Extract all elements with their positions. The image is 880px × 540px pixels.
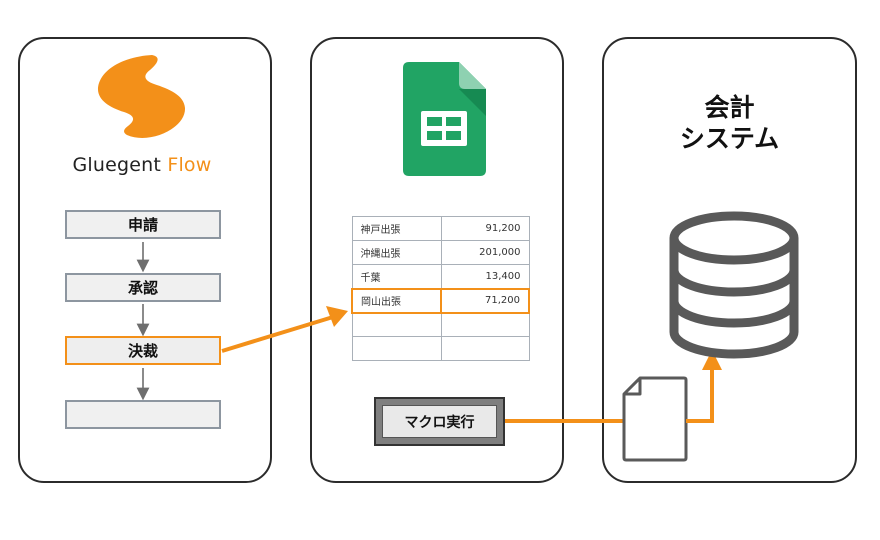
step-next xyxy=(65,400,221,429)
google-sheets-icon xyxy=(403,62,486,176)
row-name xyxy=(351,312,442,337)
row-amount: 201,000 xyxy=(440,240,530,265)
database-icon xyxy=(669,211,799,359)
row-amount: 13,400 xyxy=(440,264,530,289)
title-line-2: システム xyxy=(679,124,780,153)
run-macro-button-face[interactable]: マクロ実行 xyxy=(382,405,497,438)
accounting-system-title: 会計 システム xyxy=(602,92,857,154)
step-label: 決裁 xyxy=(127,342,158,360)
table-row: 沖縄出張 201,000 xyxy=(351,240,530,265)
file-icon xyxy=(622,376,688,462)
table-row: 神戸出張 91,200 xyxy=(351,216,530,241)
row-name: 沖縄出張 xyxy=(351,240,442,265)
row-name: 神戸出張 xyxy=(351,216,442,241)
brand-name-accent: Flow xyxy=(167,154,212,176)
table-row-highlighted: 岡山出張 71,200 xyxy=(351,287,530,314)
run-macro-label: マクロ実行 xyxy=(404,414,475,431)
row-name xyxy=(351,336,442,361)
step-decision: 決裁 xyxy=(65,336,221,365)
run-macro-button[interactable]: マクロ実行 xyxy=(374,397,505,446)
file-to-db-line xyxy=(686,368,714,423)
file-to-db-arrowhead xyxy=(702,350,722,370)
step-apply: 申請 xyxy=(65,210,221,239)
step-label: 承認 xyxy=(127,279,158,297)
brand-logo-text: Gluegent Flow xyxy=(62,154,222,176)
row-amount: 71,200 xyxy=(440,287,530,314)
row-name: 岡山出張 xyxy=(351,287,442,314)
row-amount xyxy=(440,336,530,361)
table-row: 千葉 13,400 xyxy=(351,264,530,289)
row-amount xyxy=(440,312,530,337)
row-name: 千葉 xyxy=(351,264,442,289)
step-approve: 承認 xyxy=(65,273,221,302)
gluegent-logo-icon xyxy=(97,55,186,138)
spreadsheet-table: 神戸出張 91,200 沖縄出張 201,000 千葉 13,400 岡山出張 … xyxy=(351,216,530,361)
export-arrow-line xyxy=(221,315,334,353)
title-line-1: 会計 xyxy=(704,93,755,122)
export-arrow-head xyxy=(326,306,348,327)
table-row xyxy=(351,312,530,337)
step-label: 申請 xyxy=(127,216,158,234)
row-amount: 91,200 xyxy=(440,216,530,241)
table-row xyxy=(351,336,530,361)
brand-name-part: Gluegent xyxy=(72,154,162,176)
